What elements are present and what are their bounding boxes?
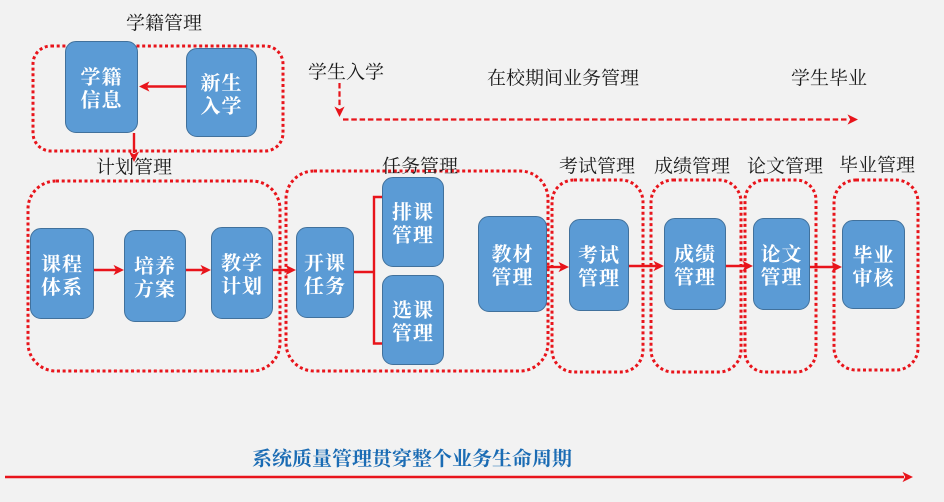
arrow-jiaoxue-to-kaike bbox=[273, 264, 296, 276]
group-outline-jihua bbox=[26, 179, 282, 373]
node-text-line: 管理 bbox=[392, 219, 434, 248]
enroll-drop-dashed-arrow bbox=[334, 83, 345, 117]
node-text-line: 新生 bbox=[200, 66, 243, 96]
timeline-dashed-arrow bbox=[343, 114, 858, 125]
node-xueji-xinxi: 学籍 信息 bbox=[65, 41, 138, 133]
group-label-lunwen: 论文管理 bbox=[746, 151, 824, 179]
node-kecheng-tixi: 课程 体系 bbox=[30, 228, 94, 319]
arrow-peiyang-to-jiaoxue bbox=[186, 264, 211, 276]
arrow-xinsheng-to-xueji bbox=[139, 81, 186, 92]
group-outline-chengji bbox=[649, 178, 743, 374]
node-text-line: 课程 bbox=[41, 247, 83, 277]
node-kaike-renwu: 开课 任务 bbox=[296, 227, 354, 318]
node-text-line: 计划 bbox=[221, 270, 263, 299]
phase-label-graduate: 学生毕业 bbox=[790, 63, 868, 91]
node-xinsheng-ruxue: 新生 入学 bbox=[186, 48, 257, 137]
footer-caption: 系统质量管理贯穿整个业务生命周期 bbox=[252, 442, 572, 472]
group-label-chengji: 成绩管理 bbox=[653, 151, 731, 179]
group-outline-kaoshi bbox=[550, 178, 645, 374]
node-text-line: 任务 bbox=[304, 269, 346, 299]
arrow-chengji-to-lunwen bbox=[726, 260, 753, 272]
group-label-xueji: 学籍管理 bbox=[125, 8, 203, 36]
group-outline-lunwen bbox=[743, 178, 818, 374]
node-text-line: 毕业 bbox=[852, 238, 895, 268]
node-text-line: 管理 bbox=[491, 261, 534, 290]
node-text-line: 管理 bbox=[392, 317, 434, 346]
arrow-kecheng-to-peiyang bbox=[94, 264, 124, 276]
arrow-xueji-down bbox=[128, 133, 140, 162]
node-kaoshi-guanli: 考试 管理 bbox=[569, 219, 629, 311]
node-text-line: 选课 bbox=[392, 294, 434, 323]
node-xuanke-guanli: 选课 管理 bbox=[382, 275, 444, 365]
node-text-line: 培养 bbox=[134, 250, 176, 279]
group-label-jihua: 计划管理 bbox=[95, 152, 173, 180]
arrow-kaoshi-to-chengji bbox=[629, 260, 664, 272]
node-text-line: 考试 bbox=[578, 239, 620, 268]
group-label-biye: 毕业管理 bbox=[838, 150, 916, 178]
node-text-line: 管理 bbox=[760, 261, 803, 290]
group-outline-xueji bbox=[31, 44, 285, 153]
node-text-line: 排课 bbox=[392, 196, 434, 225]
node-jiaocai-guanli: 教材 管理 bbox=[478, 216, 547, 312]
connector-kaike-bracket bbox=[354, 195, 383, 345]
node-text-line: 信息 bbox=[80, 84, 123, 113]
node-jiaoxue-jihua: 教学 计划 bbox=[211, 227, 273, 319]
group-label-kaoshi: 考试管理 bbox=[558, 151, 636, 179]
lifecycle-arrow bbox=[5, 471, 913, 483]
node-text-line: 论文 bbox=[760, 238, 803, 267]
node-text-line: 成绩 bbox=[674, 238, 716, 267]
node-text-line: 教学 bbox=[221, 247, 263, 276]
node-lunwen-guanli: 论文 管理 bbox=[753, 218, 810, 310]
node-text-line: 开课 bbox=[304, 246, 346, 276]
node-paike-guanli: 排课 管理 bbox=[382, 177, 444, 267]
arrow-lunwen-to-biye bbox=[810, 261, 842, 273]
node-text-line: 方案 bbox=[134, 273, 176, 302]
node-text-line: 审核 bbox=[852, 261, 895, 291]
phase-label-enroll: 学生入学 bbox=[307, 57, 385, 85]
node-text-line: 入学 bbox=[200, 89, 243, 119]
node-biye-shenhe: 毕业 审核 bbox=[842, 220, 905, 309]
group-outline-biye bbox=[832, 178, 920, 372]
node-chengji-guanli: 成绩 管理 bbox=[664, 218, 726, 310]
node-text-line: 管理 bbox=[674, 261, 716, 290]
phase-label-in-school: 在校期间业务管理 bbox=[486, 63, 640, 91]
node-text-line: 教材 bbox=[491, 238, 534, 267]
node-text-line: 管理 bbox=[578, 262, 620, 291]
node-peiyang-fangan: 培养 方案 bbox=[124, 230, 186, 322]
group-label-renwu: 任务管理 bbox=[381, 151, 459, 179]
node-text-line: 体系 bbox=[41, 270, 83, 300]
arrow-jiaocai-to-kaoshi bbox=[547, 261, 569, 273]
node-text-line: 学籍 bbox=[80, 61, 123, 90]
